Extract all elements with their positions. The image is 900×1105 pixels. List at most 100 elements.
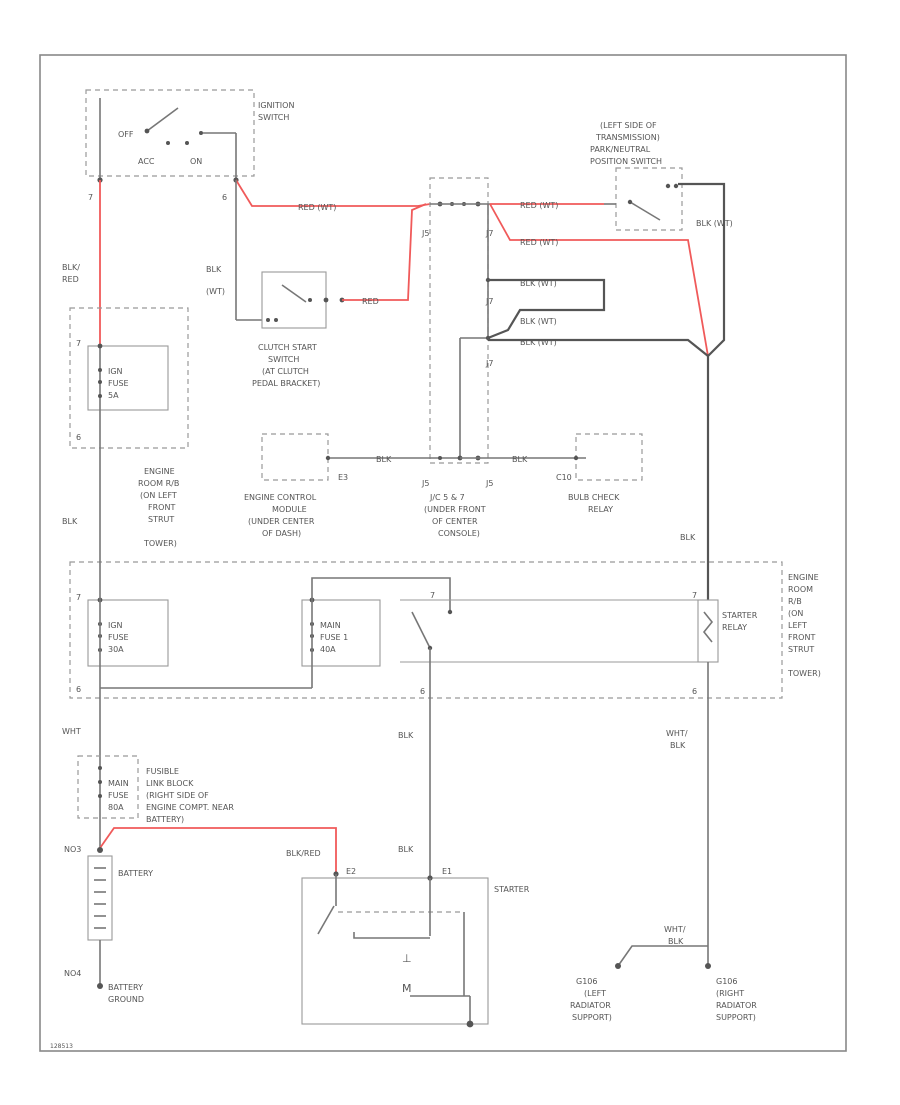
- eng-rb-right-label-7: STRUT: [788, 645, 814, 654]
- clutch-switch-label-1: CLUTCH START: [258, 343, 317, 352]
- clutch-switch-label-2: SWITCH: [268, 355, 299, 364]
- pin-label: 6: [222, 193, 227, 202]
- starter-pin-label: E2: [346, 867, 356, 876]
- jc-pin-label: J7: [485, 229, 493, 238]
- pns-label-3: PARK/NEUTRAL: [590, 145, 651, 154]
- battery-ground-label-2: GROUND: [108, 995, 144, 1004]
- bulb-relay-label-2: RELAY: [588, 505, 613, 514]
- main-fuse-1-label-3: 40A: [320, 645, 336, 654]
- clutch-switch-box: [261, 271, 327, 329]
- starter-relay-label-1: STARTER: [722, 611, 758, 620]
- eng-rb-left-label-4: FRONT: [148, 503, 175, 512]
- on-label: ON: [190, 157, 202, 166]
- starter-relay-coil: [697, 599, 719, 663]
- pin-label: 6: [420, 687, 425, 696]
- wire-label: BLK: [206, 265, 222, 274]
- pin-label: 7: [88, 193, 93, 202]
- am-fuse-box: [87, 599, 169, 667]
- off-label: OFF: [118, 130, 134, 139]
- fusible-link-box: [77, 755, 139, 819]
- ign-fuse-label-3: 5A: [108, 391, 119, 400]
- eng-rb-left-label-5: STRUT: [148, 515, 174, 524]
- fusible-label-5: BATTERY): [146, 815, 184, 824]
- wire-label: RED (WT): [520, 201, 558, 210]
- main-fuse-1-label-2: FUSE 1: [320, 633, 348, 642]
- relay-pin-label: C10: [556, 473, 572, 482]
- ground-right-label-1: G106: [716, 977, 737, 986]
- ign-fuse-box: [87, 345, 169, 411]
- ground-right-label-2: (RIGHT: [716, 989, 744, 998]
- pin-label: 7: [430, 591, 435, 600]
- am-fuse-label-3: 30A: [108, 645, 124, 654]
- wire-label: BLK (WT): [520, 317, 557, 326]
- wire-label: WHT/: [664, 925, 686, 934]
- ecm-box: [261, 433, 329, 481]
- wire-label: BLK: [376, 455, 392, 464]
- wire-label: BLK: [668, 937, 684, 946]
- pin-label: 6: [692, 687, 697, 696]
- wire-label: BLK (WT): [696, 219, 733, 228]
- main-fuse-2-label-3: 80A: [108, 803, 124, 812]
- eng-rb-right-label-4: (ON: [788, 609, 803, 618]
- battery-positive-label: NO3: [64, 845, 81, 854]
- wire-label: BLK (WT): [520, 279, 557, 288]
- starter-label: STARTER: [494, 885, 530, 894]
- main-fuse-1-label-1: MAIN: [320, 621, 341, 630]
- ignition-switch-label-1: IGNITION: [258, 101, 294, 110]
- wire-label: BLK: [398, 731, 414, 740]
- diagram-code: 128513: [50, 1043, 73, 1050]
- wire-label: BLK/: [62, 263, 80, 272]
- eng-rb-right-label-1: ENGINE: [788, 573, 819, 582]
- pin-label: 6: [76, 685, 81, 694]
- wire-label: BLK: [670, 741, 686, 750]
- pns-label-2: TRANSMISSION): [595, 133, 660, 142]
- wire-label: BLK: [398, 845, 414, 854]
- eng-rb-right-label-6: FRONT: [788, 633, 815, 642]
- clutch-switch-label-4: PEDAL BRACKET): [252, 379, 320, 388]
- jc-pin-label: J5: [485, 479, 493, 488]
- ign-fuse-label-1: IGN: [108, 367, 123, 376]
- eng-rb-right-label-2: ROOM: [788, 585, 813, 594]
- main-fuse-1-box: [301, 599, 381, 667]
- jc-label-4: CONSOLE): [438, 529, 480, 538]
- ground-right-label-3: RADIATOR: [716, 1001, 757, 1010]
- park-neutral-switch-box: [615, 167, 683, 231]
- wire-label: RED: [362, 297, 379, 306]
- wire-label: WHT/: [666, 729, 688, 738]
- battery-label: BATTERY: [118, 869, 153, 878]
- ecm-label-1: ENGINE CONTROL: [244, 493, 317, 502]
- jc-pin-label: J5: [421, 479, 429, 488]
- pin-label: 7: [76, 593, 81, 602]
- jc-pin-label: J7: [485, 359, 493, 368]
- wire-label: BLK (WT): [520, 338, 557, 347]
- ecm-label-4: OF DASH): [262, 529, 301, 538]
- ground-left-label-4: SUPPORT): [572, 1013, 612, 1022]
- starter-pin-label: E1: [442, 867, 452, 876]
- ground-left-label-2: (LEFT: [584, 989, 606, 998]
- ecm-pin-label: E3: [338, 473, 348, 482]
- eng-rb-right-label-8: TOWER): [787, 669, 821, 678]
- eng-rb-left-label-1: ENGINE: [144, 467, 175, 476]
- eng-rb-left-label-2: ROOM R/B: [138, 479, 179, 488]
- fusible-label-2: LINK BLOCK: [146, 779, 194, 788]
- pin-label: 7: [692, 591, 697, 600]
- engine-room-rb-right-box: [69, 561, 783, 699]
- ignition-switch-label-2: SWITCH: [258, 113, 289, 122]
- ecm-label-2: MODULE: [272, 505, 307, 514]
- wire-label: BLK: [680, 533, 696, 542]
- main-fuse-2-label-2: FUSE: [108, 791, 129, 800]
- ground-right-label-4: SUPPORT): [716, 1013, 756, 1022]
- ign-fuse-label-2: FUSE: [108, 379, 129, 388]
- pns-label-1: (LEFT SIDE OF: [600, 121, 657, 130]
- wire-label: WHT: [62, 727, 81, 736]
- motor-symbol: ⊥: [402, 952, 412, 965]
- wire-label: (WT): [206, 287, 225, 296]
- pin-label: 7: [76, 339, 81, 348]
- fusible-label-1: FUSIBLE: [146, 767, 179, 776]
- am-fuse-label-2: FUSE: [108, 633, 129, 642]
- starter-relay-label-2: RELAY: [722, 623, 747, 632]
- motor-symbol: M: [402, 982, 412, 995]
- fusible-label-4: ENGINE COMPT. NEAR: [146, 803, 234, 812]
- clutch-switch-label-3: (AT CLUTCH: [262, 367, 309, 376]
- diagram-frame: [39, 54, 847, 1052]
